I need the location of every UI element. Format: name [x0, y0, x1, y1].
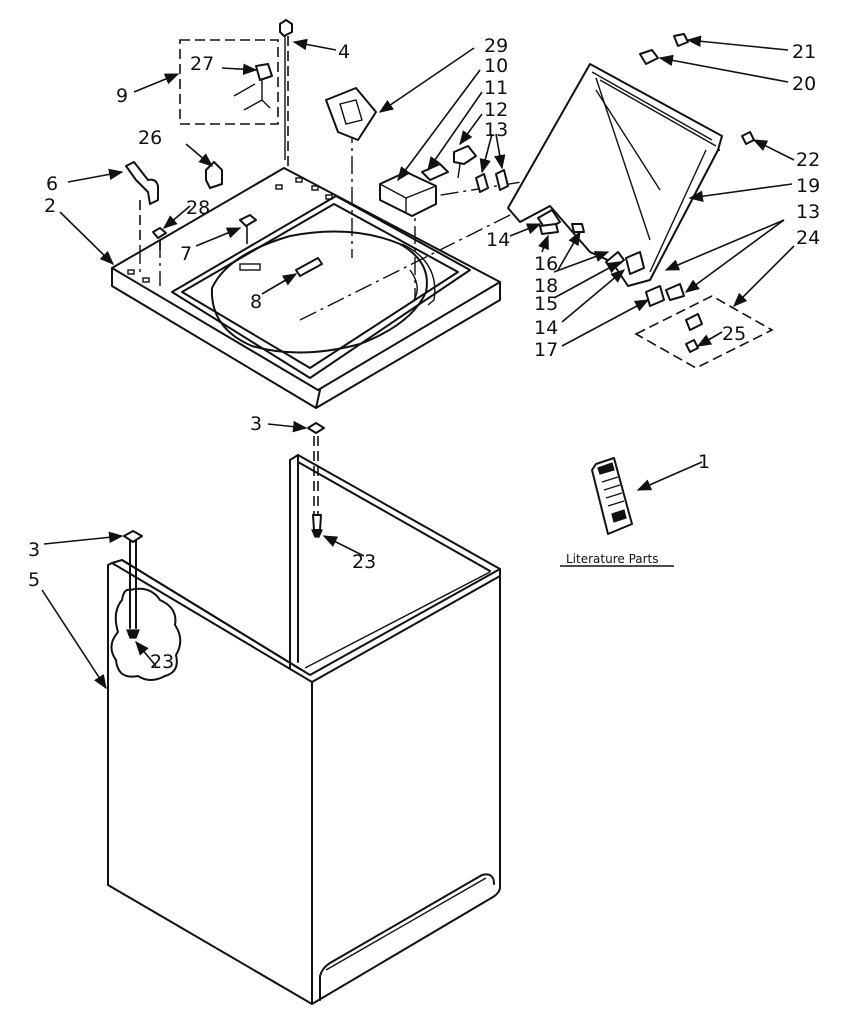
- hinge-left: [537, 209, 585, 235]
- callout-7: 7: [180, 243, 192, 265]
- callout-18: 18: [534, 275, 558, 297]
- callout-16: 16: [534, 253, 558, 275]
- callout-13-right: 13: [796, 201, 820, 223]
- clip-part-3-left: [123, 530, 143, 543]
- callout-28: 28: [186, 197, 210, 219]
- part-29: [325, 87, 377, 141]
- callout-17: 17: [534, 339, 558, 361]
- cabinet-cutaway: [110, 539, 182, 681]
- callout-25: 25: [722, 323, 746, 345]
- part-6: [125, 161, 159, 246]
- callout-14-upper: 14: [486, 229, 510, 251]
- callout-labels: 1 2 3 3 4 5 6 7 8 9 10 11 12 13 13 14 14…: [28, 35, 820, 673]
- part-9-group: [179, 39, 279, 125]
- callout-3-left: 3: [28, 539, 40, 561]
- part-7: [239, 214, 257, 244]
- callout-10: 10: [484, 55, 508, 77]
- callout-6: 6: [46, 173, 58, 195]
- part-4: [279, 19, 293, 170]
- part-26: [205, 161, 223, 189]
- callout-14-lower: 14: [534, 317, 558, 339]
- callout-8: 8: [250, 291, 262, 313]
- callout-22: 22: [796, 149, 820, 171]
- washer-top: [111, 125, 721, 409]
- literature-parts-caption: Literature Parts: [566, 552, 659, 566]
- callout-23-cutaway: 23: [150, 651, 174, 673]
- callout-15: 15: [534, 293, 558, 315]
- screw-part-23-top: [311, 514, 323, 538]
- callout-1: 1: [698, 451, 710, 473]
- part-11-12: [421, 145, 477, 181]
- callout-4: 4: [338, 41, 350, 63]
- callout-21: 21: [792, 41, 816, 63]
- callout-13-top: 13: [484, 119, 508, 141]
- literature-booklet: [560, 457, 674, 567]
- lid: [507, 63, 723, 287]
- callout-24: 24: [796, 227, 820, 249]
- part-8: [295, 257, 323, 277]
- part-13-screws-top: [475, 169, 509, 193]
- callout-26: 26: [138, 127, 162, 149]
- part-24-group: [634, 295, 774, 369]
- callout-2: 2: [44, 195, 56, 217]
- leader-lines: [41, 35, 795, 690]
- clip-part-3-top: [307, 422, 325, 515]
- callout-3-top: 3: [250, 413, 262, 435]
- callout-12: 12: [484, 99, 508, 121]
- callout-27: 27: [190, 53, 214, 75]
- callout-20: 20: [792, 73, 816, 95]
- callout-5: 5: [28, 569, 40, 591]
- part-22: [741, 131, 755, 145]
- callout-23-top: 23: [352, 551, 376, 573]
- callout-9: 9: [116, 85, 128, 107]
- callout-11: 11: [484, 77, 508, 99]
- part-28: [152, 227, 167, 254]
- callout-29: 29: [484, 35, 508, 57]
- cabinet: [107, 454, 502, 1005]
- callout-19: 19: [796, 175, 820, 197]
